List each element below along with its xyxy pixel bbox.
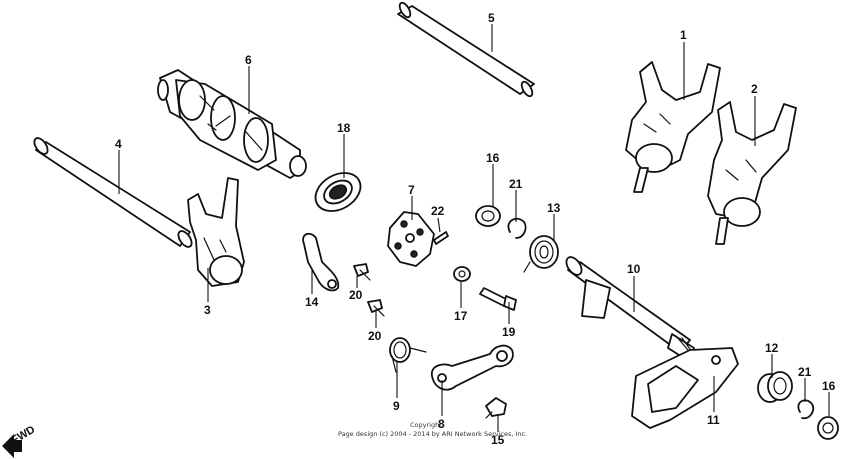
part-9-spring[interactable] <box>389 337 427 373</box>
part-15-bolt[interactable] <box>485 397 507 419</box>
part-21a-circlip[interactable] <box>507 217 527 239</box>
callout-9[interactable]: 9 <box>393 399 400 413</box>
callout-8[interactable]: 8 <box>438 417 445 431</box>
callout-labels: 1 2 3 4 5 6 7 8 9 10 11 12 13 14 15 16 1… <box>115 11 836 447</box>
callout-22[interactable]: 22 <box>431 204 445 218</box>
part-22-pin[interactable] <box>433 231 449 245</box>
callout-18[interactable]: 18 <box>337 121 351 135</box>
part-16a-washer[interactable] <box>475 205 501 227</box>
part-17-washer[interactable] <box>453 266 471 282</box>
callout-11[interactable]: 11 <box>707 413 720 427</box>
part-7-plate[interactable] <box>387 211 435 267</box>
part-12-spring[interactable] <box>757 371 793 403</box>
fwd-label: FWD <box>10 424 38 447</box>
callout-3[interactable]: 3 <box>204 303 211 317</box>
part-16b-washer[interactable] <box>817 416 839 440</box>
copyright-line-2: Page design (c) 2004 - 2014 by ARI Netwo… <box>338 430 527 438</box>
callout-13[interactable]: 13 <box>547 201 561 215</box>
callout-15[interactable]: 15 <box>491 433 505 447</box>
callout-4[interactable]: 4 <box>115 137 122 151</box>
callout-17[interactable]: 17 <box>454 309 468 323</box>
part-19-bolt[interactable] <box>479 287 517 311</box>
part-18-bearing[interactable] <box>309 165 368 218</box>
part-20b-bolt[interactable] <box>367 299 385 317</box>
callout-16a[interactable]: 16 <box>486 151 500 165</box>
callout-19[interactable]: 19 <box>502 325 516 339</box>
callout-10[interactable]: 10 <box>627 262 641 276</box>
callout-2[interactable]: 2 <box>751 82 758 96</box>
callout-6[interactable]: 6 <box>245 53 252 67</box>
leader-lines <box>118 24 830 432</box>
part-5-shaft[interactable] <box>397 1 535 98</box>
copyright-line-1: Copyright <box>410 421 442 429</box>
callout-1[interactable]: 1 <box>680 28 687 42</box>
callout-20b[interactable]: 20 <box>368 329 382 343</box>
part-1-shift-fork[interactable] <box>625 61 721 193</box>
callout-5[interactable]: 5 <box>488 11 495 25</box>
callout-21a[interactable]: 21 <box>509 177 523 191</box>
part-8-arm[interactable] <box>430 344 514 391</box>
part-14-stopper-arm[interactable] <box>302 232 340 292</box>
part-3-shift-fork[interactable] <box>187 177 245 287</box>
callout-14[interactable]: 14 <box>305 295 319 309</box>
part-2-shift-fork[interactable] <box>707 101 797 245</box>
part-11-shift-arm[interactable] <box>631 347 739 429</box>
fwd-indicator: FWD <box>2 424 37 458</box>
part-6-shift-drum[interactable] <box>157 69 307 179</box>
callout-20a[interactable]: 20 <box>349 288 363 302</box>
callout-21b[interactable]: 21 <box>798 365 812 379</box>
callout-12[interactable]: 12 <box>765 341 779 355</box>
fwd-arrow-icon <box>2 434 22 458</box>
part-4-shaft[interactable] <box>32 136 195 249</box>
part-13-spring[interactable] <box>523 235 559 273</box>
callout-16b[interactable]: 16 <box>822 379 836 393</box>
callout-7[interactable]: 7 <box>408 183 415 197</box>
part-21b-circlip[interactable] <box>797 399 815 420</box>
part-20a-bolt[interactable] <box>353 263 371 281</box>
